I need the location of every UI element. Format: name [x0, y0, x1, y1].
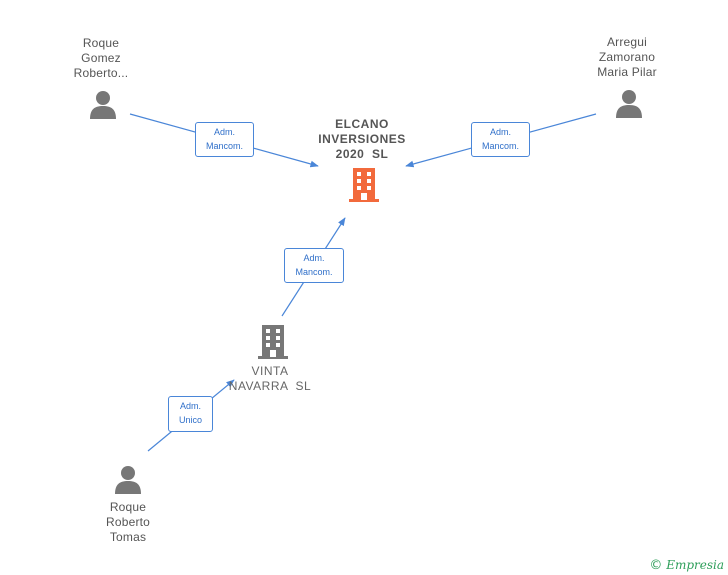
company-mid-building-icon[interactable]: [257, 324, 289, 360]
person-bottom-name[interactable]: Roque Roberto Tomas: [105, 500, 151, 544]
brand-name: Empresia: [666, 558, 724, 572]
person-left-name[interactable]: Roque Gomez Roberto...: [73, 36, 129, 80]
person-left-icon[interactable]: [89, 90, 117, 120]
person-right-icon[interactable]: [615, 89, 643, 119]
focus-company-name[interactable]: ELCANO INVERSIONES 2020 SL: [318, 117, 406, 161]
edge-left-label[interactable]: Adm. Mancom.: [195, 122, 254, 157]
person-right-name[interactable]: Arregui Zamorano Maria Pilar: [597, 35, 657, 79]
copyright-symbol: ©: [649, 558, 663, 573]
edge-bottom-label[interactable]: Adm. Unico: [168, 396, 213, 432]
empresia-brand: © Empresia: [649, 558, 724, 573]
company-mid-name[interactable]: VINTA NAVARRA SL: [228, 364, 312, 393]
edge-right-label[interactable]: Adm. Mancom.: [471, 122, 530, 157]
focus-building-icon[interactable]: [348, 167, 380, 203]
person-bottom-icon[interactable]: [114, 465, 142, 495]
edge-mid-label[interactable]: Adm. Mancom.: [284, 248, 344, 283]
